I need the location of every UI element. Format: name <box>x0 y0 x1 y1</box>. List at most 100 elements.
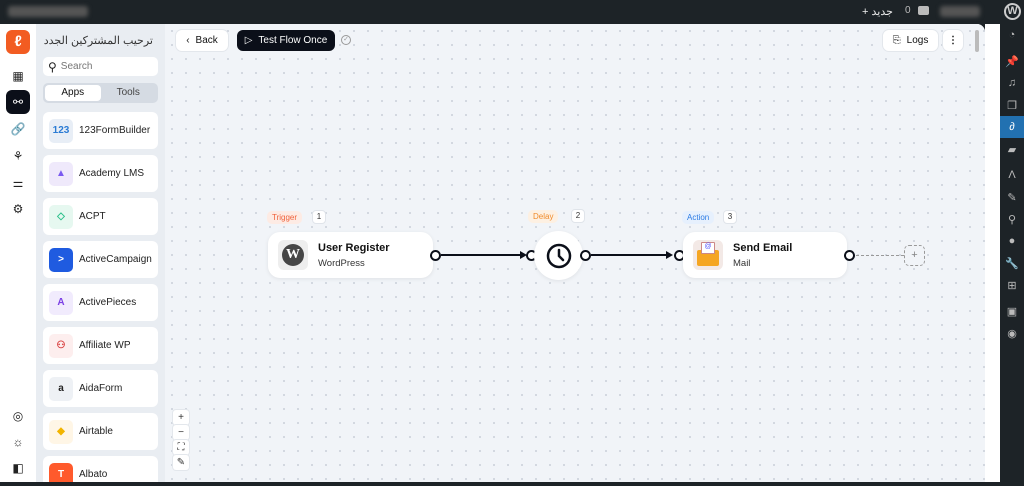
comments-icon[interactable] <box>918 6 929 15</box>
output-port[interactable] <box>430 250 441 261</box>
check-status-icon[interactable]: ✓ <box>341 35 351 45</box>
app-logo-icon: 123 <box>49 118 73 143</box>
webhook-icon[interactable]: ⚘ <box>12 149 24 163</box>
app-item[interactable]: ⚇Affiliate WP <box>43 327 158 364</box>
user-account-blurred[interactable] <box>940 6 980 17</box>
more-menu-button[interactable]: ⋮ <box>943 30 963 51</box>
app-item[interactable]: ◆ Airtable <box>43 413 158 450</box>
step-number: 3 <box>723 210 737 224</box>
app-logo-icon: ◆ <box>49 419 73 444</box>
app-logo-icon: > <box>49 247 73 272</box>
wordpress-logo-icon[interactable]: W <box>1004 3 1021 20</box>
tab-apps[interactable]: Apps <box>45 85 101 101</box>
app-list: 123 123FormBuilder ▲ Academy LMS ◇ ACPT > Activ… <box>43 112 158 482</box>
flow-canvas[interactable]: ‹Back ▷Test Flow Once ✓ ⎘Logs ⋮ Trigger … <box>165 24 985 482</box>
zoom-in-button[interactable]: + <box>173 410 189 425</box>
app-item[interactable]: ▲ Academy LMS <box>43 155 158 192</box>
node-subtitle: Mail <box>733 257 751 269</box>
back-label: Back <box>195 35 218 46</box>
zoom-out-button[interactable]: − <box>173 425 189 440</box>
theme-icon[interactable]: ☼ <box>12 435 24 449</box>
flows-icon[interactable]: ⚯ <box>6 90 30 114</box>
collapse-menu-icon[interactable]: ◉ <box>1007 327 1017 340</box>
search-input[interactable] <box>60 61 151 72</box>
pages-icon[interactable]: ❐ <box>1007 99 1017 112</box>
links-icon[interactable]: 🔗 <box>10 122 26 136</box>
panel-tabs: Apps Tools <box>43 83 158 103</box>
test-flow-button[interactable]: ▷ Test Flow Once <box>237 30 335 51</box>
content-gutter <box>985 24 1000 482</box>
app-name: ActivePieces <box>79 297 137 308</box>
app-item[interactable]: 123 123FormBuilder <box>43 112 158 149</box>
app-item[interactable]: ◇ ACPT <box>43 198 158 235</box>
app-logo-icon: ▲ <box>49 161 73 186</box>
collapse-icon[interactable]: ◧ <box>12 461 24 475</box>
logs-button[interactable]: ⎘Logs <box>883 30 938 51</box>
pin-icon[interactable]: 📌 <box>1005 55 1019 68</box>
app-logo-icon: ◇ <box>49 204 73 229</box>
more-vertical-icon: ⋮ <box>948 35 958 46</box>
scrollbar[interactable] <box>975 30 979 52</box>
node-title: Send Email <box>733 241 793 254</box>
apps-panel: ترحيب المشتركين الجدد ⚲ Apps Tools 12312… <box>36 24 165 482</box>
output-port[interactable] <box>580 250 591 261</box>
dashboard-icon[interactable]: ◔ <box>1008 29 1016 41</box>
settings-icon[interactable]: ⊞ <box>1007 279 1017 292</box>
app-name: ActiveCampaign <box>79 254 152 265</box>
output-port[interactable] <box>844 250 855 261</box>
app-name: ACPT <box>79 211 106 222</box>
appearance-icon[interactable]: ✎ <box>1007 191 1017 204</box>
step-number: 1 <box>312 210 326 224</box>
gear-icon[interactable]: ⚙ <box>12 202 24 216</box>
clock-icon <box>546 243 571 268</box>
play-icon: ▷ <box>244 35 253 46</box>
tools-icon[interactable]: 🔧 <box>1005 257 1019 270</box>
media-icon[interactable]: ♫ <box>1007 77 1017 89</box>
fit-view-button[interactable]: ⛶ <box>173 440 189 455</box>
delay-node[interactable] <box>534 231 583 280</box>
add-step-button[interactable]: + <box>904 245 925 266</box>
search-icon: ⚲ <box>48 59 57 74</box>
auto-layout-button[interactable]: ✎ <box>173 455 189 470</box>
app-name: 123FormBuilder <box>79 125 151 136</box>
flow-title[interactable]: ترحيب المشتركين الجدد <box>43 35 153 47</box>
comments-menu-icon[interactable]: ▰ <box>1007 143 1017 156</box>
site-name-blurred[interactable] <box>8 6 88 17</box>
node-title: User Register <box>318 241 390 254</box>
logs-icon: ⎘ <box>892 35 901 46</box>
app-name: Academy LMS <box>79 168 145 179</box>
app-logo[interactable]: ℓ <box>6 30 30 54</box>
action-badge: Action <box>682 211 715 224</box>
settings-sliders-icon[interactable]: ⚌ <box>12 176 24 190</box>
wp-admin-menu: ◔ 📌 ♫ ❐ ∂ ▰ Λ ✎ ⚲ ● 🔧 ⊞ ▣ ◉ <box>1000 24 1024 486</box>
app-name: Airtable <box>79 426 113 437</box>
dashboard-icon[interactable]: ▦ <box>12 69 24 83</box>
new-label: جديد <box>871 6 893 18</box>
wordpress-icon: W <box>278 240 308 270</box>
plugins-icon[interactable]: ⚲ <box>1007 213 1017 226</box>
chevron-left-icon: ‹ <box>186 35 190 46</box>
search-box[interactable]: ⚲ <box>43 57 158 76</box>
tab-tools[interactable]: Tools <box>116 87 140 98</box>
app-item[interactable]: > ActiveCampaign <box>43 241 158 278</box>
support-icon[interactable]: ◎ <box>12 409 24 423</box>
arrow-head <box>520 251 527 259</box>
plugin-app-icon[interactable]: ∂ <box>1000 116 1024 138</box>
gallery-icon[interactable]: ▣ <box>1006 305 1018 318</box>
flow-builder-app: ℓ ▦ ⚯ 🔗 ⚘ ⚌ ⚙ ◎ ☼ ◧ ترحيب المشتركين الجد… <box>0 24 985 482</box>
users-icon[interactable]: ● <box>1008 235 1016 247</box>
back-button[interactable]: ‹ Back <box>176 30 228 51</box>
app-logo-icon: T <box>49 462 73 482</box>
step-number: 2 <box>571 209 585 223</box>
arrow-head <box>666 251 673 259</box>
test-flow-label: Test Flow Once <box>258 35 328 46</box>
astra-icon[interactable]: Λ <box>1008 169 1016 181</box>
comments-count[interactable]: 0 <box>905 5 911 16</box>
node-subtitle: WordPress <box>318 257 365 269</box>
new-content-link[interactable]: + جديد <box>862 6 893 18</box>
